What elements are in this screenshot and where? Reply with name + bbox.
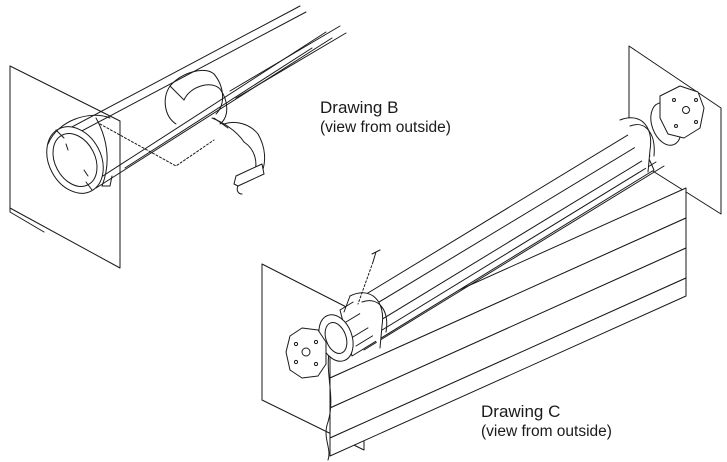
fabric-panels bbox=[325, 187, 687, 461]
end-cap-c-left bbox=[285, 314, 354, 379]
leader-line-b bbox=[99, 123, 215, 167]
drawing-b-label: Drawing B (view from outside) bbox=[320, 97, 451, 138]
drawing-b bbox=[9, 5, 347, 269]
drawing-c-subtitle: (view from outside) bbox=[481, 423, 612, 441]
spring-clip-b bbox=[211, 117, 266, 195]
drawing-c-title: Drawing C bbox=[481, 402, 561, 421]
screw-c bbox=[357, 249, 381, 305]
clip-ring-c-left bbox=[343, 292, 388, 349]
drawing-b-subtitle: (view from outside) bbox=[320, 119, 451, 137]
end-cap-b bbox=[46, 114, 113, 194]
drawing-c-label: Drawing C (view from outside) bbox=[481, 401, 612, 442]
tube-c bbox=[339, 129, 665, 357]
end-cap-c-right bbox=[650, 85, 705, 146]
clip-ring-c-right bbox=[619, 117, 655, 173]
tube-b bbox=[69, 5, 347, 189]
wall-panel-b-cutline bbox=[9, 65, 45, 233]
drawing-c bbox=[261, 45, 722, 461]
drawing-b-title: Drawing B bbox=[320, 98, 399, 117]
clip-ring-b bbox=[164, 70, 228, 125]
